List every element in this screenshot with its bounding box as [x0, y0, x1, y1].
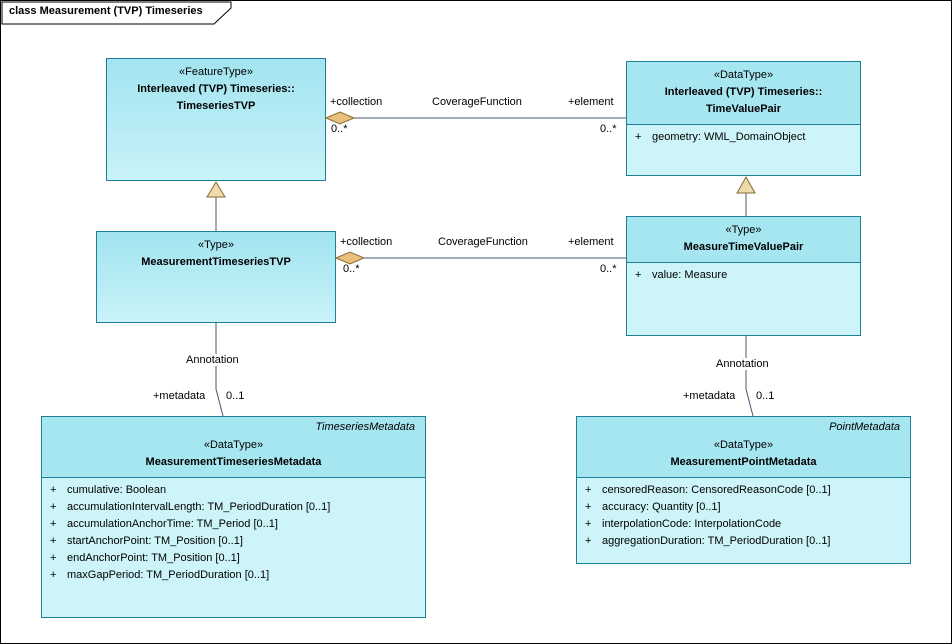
diagram-title: class Measurement (TVP) Timeseries — [9, 5, 203, 17]
attribute-row: + censoredReason: CensoredReasonCode [0..… — [577, 482, 910, 499]
role-label-metadata-left: +metadata — [153, 390, 206, 402]
class-header: TimeseriesMetadata «DataType» Measuremen… — [42, 417, 425, 477]
connector-name-coveragefunction-bottom: CoverageFunction — [438, 236, 528, 248]
multiplicity-source-top: 0..* — [331, 123, 348, 135]
class-measurement-timeseries-metadata[interactable]: TimeseriesMetadata «DataType» Measuremen… — [41, 416, 426, 618]
generalization-right[interactable] — [736, 175, 756, 216]
generalization-left[interactable] — [206, 181, 226, 231]
attribute-row: + startAnchorPoint: TM_Position [0..1] — [42, 533, 425, 550]
generalization-triangle-icon[interactable] — [206, 181, 226, 198]
attribute-text: interpolationCode: InterpolationCode — [602, 518, 782, 530]
connector-name-coveragefunction-top: CoverageFunction — [432, 96, 522, 108]
class-name: MeasurementPointMetadata — [670, 456, 817, 468]
visibility-marker: + — [585, 535, 592, 547]
stereotype-label: «DataType» — [713, 439, 774, 451]
connector-name-annotation-right: Annotation — [713, 358, 772, 370]
role-label-metadata-right: +metadata — [683, 390, 736, 402]
stereotype-label: «Type» — [725, 224, 762, 236]
attribute-text: maxGapPeriod: TM_PeriodDuration [0..1] — [67, 569, 270, 581]
attributes-compartment: + value: Measure — [627, 262, 860, 335]
class-header: PointMetadata «DataType» MeasurementPoin… — [577, 417, 910, 477]
visibility-marker: + — [585, 501, 592, 513]
visibility-marker: + — [585, 484, 592, 496]
visibility-marker: + — [50, 535, 57, 547]
attribute-text: endAnchorPoint: TM_Position [0..1] — [67, 552, 240, 564]
visibility-marker: + — [585, 518, 592, 530]
attributes-compartment: + censoredReason: CensoredReasonCode [0..… — [577, 477, 910, 563]
role-label-collection-bottom: +collection — [340, 236, 393, 248]
class-name: MeasurementTimeseriesTVP — [141, 256, 291, 268]
visibility-marker: + — [635, 269, 642, 281]
attribute-row: + endAnchorPoint: TM_Position [0..1] — [42, 550, 425, 567]
generalization-triangle-icon[interactable] — [736, 175, 756, 194]
attribute-text: value: Measure — [652, 269, 728, 281]
class-name: MeasurementTimeseriesMetadata — [145, 456, 322, 468]
attribute-text: startAnchorPoint: TM_Position [0..1] — [67, 535, 243, 547]
multiplicity-metadata-right: 0..1 — [756, 390, 775, 402]
classifier-tag: TimeseriesMetadata — [315, 421, 415, 433]
role-label-element-top: +element — [568, 96, 614, 108]
attribute-text: accumulationAnchorTime: TM_Period [0..1] — [67, 518, 278, 530]
attribute-row: + accuracy: Quantity [0..1] — [577, 499, 910, 516]
connector-line[interactable] — [745, 336, 754, 417]
attribute-row: + accumulationAnchorTime: TM_Period [0..1… — [42, 516, 425, 533]
attributes-compartment: + cumulative: Boolean + accumulationInterv… — [42, 477, 425, 617]
stereotype-label: «Type» — [197, 239, 235, 251]
class-time-value-pair[interactable]: «DataType» Interleaved (TVP) Timeseries:… — [626, 61, 861, 176]
visibility-marker: + — [50, 518, 57, 530]
class-name: MeasureTimeValuePair — [683, 241, 804, 253]
attribute-row: + value: Measure — [627, 267, 860, 284]
attribute-text: accuracy: Quantity [0..1] — [602, 501, 721, 513]
stereotype-label: «DataType» — [203, 439, 264, 451]
class-measure-time-value-pair[interactable]: «Type» MeasureTimeValuePair + value: Meas… — [626, 216, 861, 336]
attribute-row: + accumulationIntervalLength: TM_PeriodDu… — [42, 499, 425, 516]
attribute-text: geometry: WML_DomainObject — [652, 131, 806, 143]
aggregation-coveragefunction-bottom[interactable] — [334, 251, 626, 265]
attribute-text: aggregationDuration: TM_PeriodDuration [… — [602, 535, 831, 547]
class-header: «Type» MeasureTimeValuePair — [627, 217, 860, 262]
connector-name-annotation-left: Annotation — [183, 354, 242, 366]
attribute-row: + aggregationDuration: TM_PeriodDuration … — [577, 533, 910, 550]
multiplicity-target-top: 0..* — [600, 123, 617, 135]
attribute-row: + maxGapPeriod: TM_PeriodDuration [0..1] — [42, 567, 425, 584]
class-name-line2: TimeValuePair — [705, 103, 781, 115]
class-name-line2: TimeseriesTVP — [176, 100, 256, 112]
class-header: «FeatureType» Interleaved (TVP) Timeseri… — [107, 59, 325, 121]
class-measurement-timeseries-tvp[interactable]: «Type» MeasurementTimeseriesTVP — [96, 231, 336, 323]
attribute-text: cumulative: Boolean — [67, 484, 167, 496]
stereotype-label: «FeatureType» — [179, 66, 253, 78]
annotation-connector-left[interactable] — [215, 323, 224, 417]
attribute-row: + geometry: WML_DomainObject — [627, 129, 860, 146]
role-label-element-bottom: +element — [568, 236, 614, 248]
attribute-text: censoredReason: CensoredReasonCode [0..1… — [602, 484, 831, 496]
multiplicity-source-bottom: 0..* — [343, 263, 360, 275]
connector-line[interactable] — [215, 323, 224, 417]
role-label-collection-top: +collection — [330, 96, 383, 108]
attributes-compartment: + geometry: WML_DomainObject — [627, 124, 860, 175]
visibility-marker: + — [50, 501, 57, 513]
class-name-line1: Interleaved (TVP) Timeseries:: — [664, 86, 823, 98]
class-header: «Type» MeasurementTimeseriesTVP — [97, 232, 335, 277]
aggregation-coveragefunction-top[interactable] — [324, 111, 626, 125]
attribute-text: accumulationIntervalLength: TM_PeriodDur… — [67, 501, 331, 513]
class-header: «DataType» Interleaved (TVP) Timeseries:… — [627, 62, 860, 124]
visibility-marker: + — [50, 484, 57, 496]
annotation-connector-right[interactable] — [745, 336, 754, 417]
visibility-marker: + — [635, 131, 642, 143]
attribute-row: + interpolationCode: InterpolationCode — [577, 516, 910, 533]
classifier-tag: PointMetadata — [829, 421, 900, 433]
stereotype-label: «DataType» — [713, 69, 774, 81]
multiplicity-target-bottom: 0..* — [600, 263, 617, 275]
multiplicity-metadata-left: 0..1 — [226, 390, 245, 402]
class-timeseries-tvp[interactable]: «FeatureType» Interleaved (TVP) Timeseri… — [106, 58, 326, 181]
visibility-marker: + — [50, 552, 57, 564]
class-name-line1: Interleaved (TVP) Timeseries:: — [137, 83, 295, 95]
class-measurement-point-metadata[interactable]: PointMetadata «DataType» MeasurementPoin… — [576, 416, 911, 564]
attribute-row: + cumulative: Boolean — [42, 482, 425, 499]
visibility-marker: + — [50, 569, 57, 581]
